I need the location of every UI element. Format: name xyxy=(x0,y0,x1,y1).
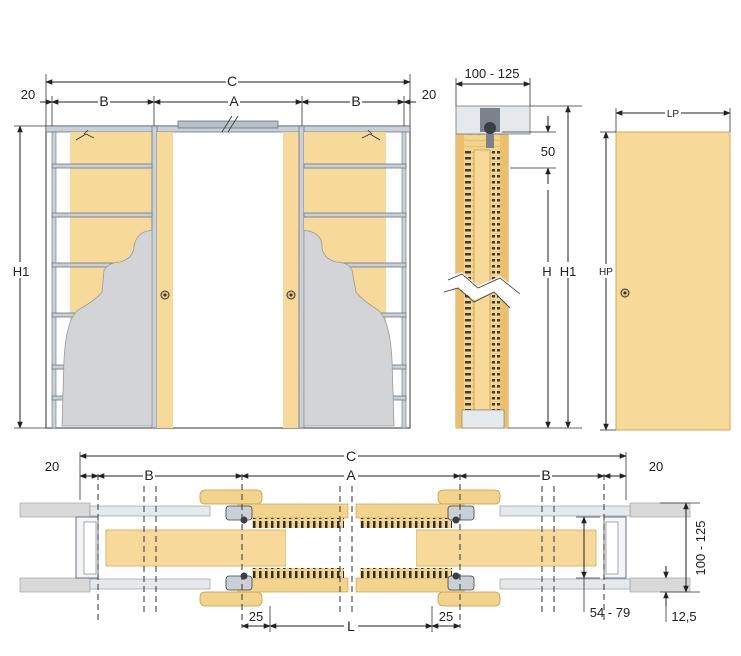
plan-ladder-tl xyxy=(252,518,344,528)
front-dim-b-right: B xyxy=(351,93,360,109)
door-dim-lp: LP xyxy=(667,109,680,120)
right-wall-cutaway xyxy=(303,229,395,427)
side-dim-top: 50 xyxy=(541,144,555,159)
plan-gap-right: 20 xyxy=(649,459,663,474)
track-profile xyxy=(177,120,279,129)
door-leaf-view: LP HP xyxy=(597,106,731,431)
plan-wall-left-bottom xyxy=(19,577,91,593)
right-door-edge xyxy=(283,132,299,428)
plan-dim-c: C xyxy=(346,448,356,464)
plan-ladder-tr xyxy=(360,518,452,528)
plan-dim-depth: 100 - 125 xyxy=(693,521,708,576)
plan-ladder-bl xyxy=(252,568,344,578)
right-jamb xyxy=(298,125,305,429)
left-jamb xyxy=(151,125,158,429)
plan-wall-right-bottom xyxy=(629,577,691,593)
left-cassette xyxy=(51,125,173,429)
plan-gap-left: 20 xyxy=(45,459,59,474)
right-cassette xyxy=(283,125,407,429)
plan-view: C 20 B A B 20 25 L 25 54 - 79 1 xyxy=(19,448,708,634)
front-elevation: C B A B 20 20 H1 xyxy=(12,73,436,429)
plan-door-right xyxy=(415,529,597,567)
plan-ladder-br xyxy=(360,568,452,578)
plan-wall-right-top xyxy=(629,502,691,518)
side-break-line xyxy=(444,272,530,308)
side-dim-depth: 100 - 125 xyxy=(465,66,520,81)
left-wall-cutaway xyxy=(61,229,153,427)
front-gap-left: 20 xyxy=(21,87,35,102)
plan-door-left xyxy=(105,529,287,567)
plan-wall-left-top xyxy=(19,502,91,518)
front-gap-right: 20 xyxy=(422,87,436,102)
side-door-leaf xyxy=(473,149,491,411)
left-door-edge xyxy=(157,132,173,428)
plan-dim-plaster: 12,5 xyxy=(671,609,696,624)
plan-dim-a: A xyxy=(346,467,356,483)
plan-dim-l: L xyxy=(347,618,355,634)
front-dim-c: C xyxy=(227,73,237,89)
plan-dim-inset-right: 25 xyxy=(439,609,453,624)
plan-frame-wood-br xyxy=(437,591,501,607)
plan-frame-wood-tr xyxy=(437,489,501,505)
side-dim-h: H xyxy=(542,264,551,279)
plan-frame-wood-tl xyxy=(199,489,263,505)
plan-dim-inset-left: 25 xyxy=(249,609,263,624)
side-dim-h1: H1 xyxy=(560,264,577,279)
front-dim-a: A xyxy=(229,93,239,109)
front-dim-h1: H1 xyxy=(13,264,30,279)
front-dim-b-left: B xyxy=(99,93,108,109)
plan-dim-b-left: B xyxy=(144,467,153,483)
plan-frame-wood-bl xyxy=(199,591,263,607)
door-panel xyxy=(615,131,731,431)
side-section: 100 - 125 50 H H1 xyxy=(443,66,582,429)
plan-dim-b-right: B xyxy=(541,467,550,483)
plan-dim-wall: 54 - 79 xyxy=(590,605,630,620)
door-dim-hp: HP xyxy=(599,267,613,278)
